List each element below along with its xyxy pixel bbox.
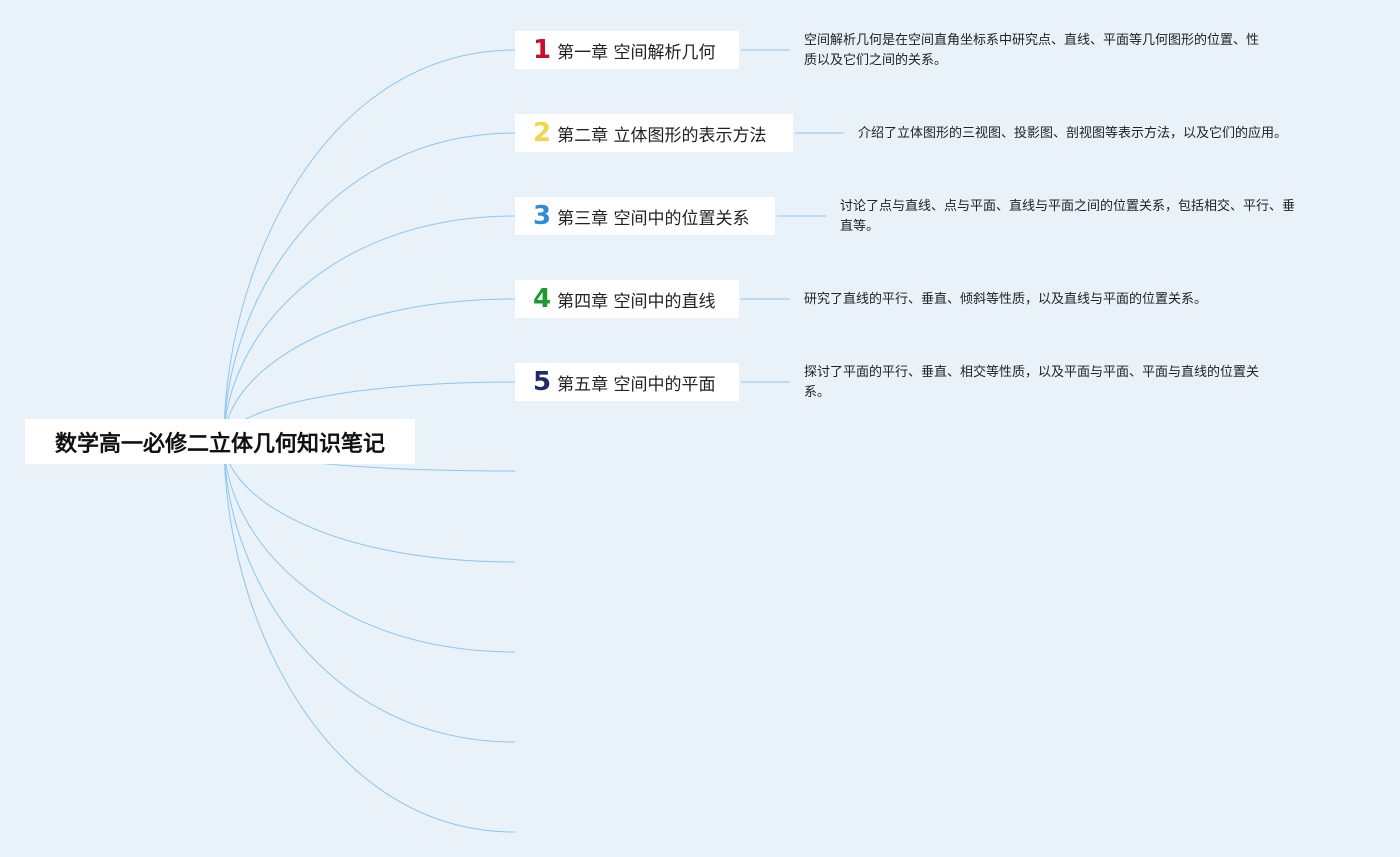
branch-connector-3 bbox=[223, 215, 516, 442]
chapter-title-1: 第一章 空间解析几何 bbox=[557, 42, 716, 63]
chapter-description-2: 介绍了立体图形的三视图、投影图、剖视图等表示方法，以及它们的应用。 bbox=[858, 124, 1287, 144]
chapter-node-4[interactable]: 4 第四章 空间中的直线 bbox=[515, 280, 739, 318]
chapter-description-4: 研究了直线的平行、垂直、倾斜等性质，以及直线与平面的位置关系。 bbox=[804, 290, 1207, 310]
description-line: 探讨了平面的平行、垂直、相交等性质，以及平面与平面、平面与直线的位置关 bbox=[804, 365, 1260, 380]
branch-connector-4 bbox=[223, 298, 516, 442]
branch-connector-2 bbox=[223, 132, 516, 442]
chapter-number-4: 4 bbox=[533, 284, 552, 314]
chapter-title-3: 第三章 空间中的位置关系 bbox=[557, 208, 750, 229]
description-line: 介绍了立体图形的三视图、投影图、剖视图等表示方法，以及它们的应用。 bbox=[858, 126, 1288, 141]
description-line: 空间解析几何是在空间直角坐标系中研究点、直线、平面等几何图形的位置、性 bbox=[804, 33, 1260, 48]
chapter-number-2: 2 bbox=[533, 118, 552, 148]
chapter-description-1: 空间解析几何是在空间直角坐标系中研究点、直线、平面等几何图形的位置、性 质以及它… bbox=[804, 31, 1259, 71]
chapter-title-5: 第五章 空间中的平面 bbox=[557, 374, 716, 395]
chapter-description-3: 讨论了点与直线、点与平面、直线与平面之间的位置关系，包括相交、平行、垂 直等。 bbox=[840, 197, 1295, 237]
chapter-title-2: 第二章 立体图形的表示方法 bbox=[557, 125, 767, 146]
chapter-number-1: 1 bbox=[533, 35, 552, 65]
chapter-description-5: 探讨了平面的平行、垂直、相交等性质，以及平面与平面、平面与直线的位置关 系。 bbox=[804, 363, 1259, 403]
root-node[interactable]: 数学高一必修二立体几何知识笔记 bbox=[25, 419, 415, 464]
chapter-number-3: 3 bbox=[533, 201, 552, 231]
empty-branch-connector-4 bbox=[223, 440, 516, 743]
empty-branch-connector-3 bbox=[223, 440, 516, 653]
description-line: 质以及它们之间的关系。 bbox=[804, 53, 948, 68]
chapter-node-1[interactable]: 1 第一章 空间解析几何 bbox=[515, 31, 739, 69]
chapter-node-3[interactable]: 3 第三章 空间中的位置关系 bbox=[515, 197, 775, 235]
branch-connector-1 bbox=[223, 49, 516, 442]
description-line: 讨论了点与直线、点与平面、直线与平面之间的位置关系，包括相交、平行、垂 bbox=[840, 199, 1296, 214]
chapter-node-5[interactable]: 5 第五章 空间中的平面 bbox=[515, 363, 739, 401]
description-line: 直等。 bbox=[840, 219, 880, 234]
chapter-title-4: 第四章 空间中的直线 bbox=[557, 291, 716, 312]
chapter-number-5: 5 bbox=[533, 367, 552, 397]
empty-branch-connector-5 bbox=[223, 440, 516, 833]
description-line: 系。 bbox=[804, 385, 831, 400]
root-title: 数学高一必修二立体几何知识笔记 bbox=[54, 431, 385, 457]
chapter-node-2[interactable]: 2 第二章 立体图形的表示方法 bbox=[515, 114, 793, 152]
description-line: 研究了直线的平行、垂直、倾斜等性质，以及直线与平面的位置关系。 bbox=[804, 292, 1208, 307]
